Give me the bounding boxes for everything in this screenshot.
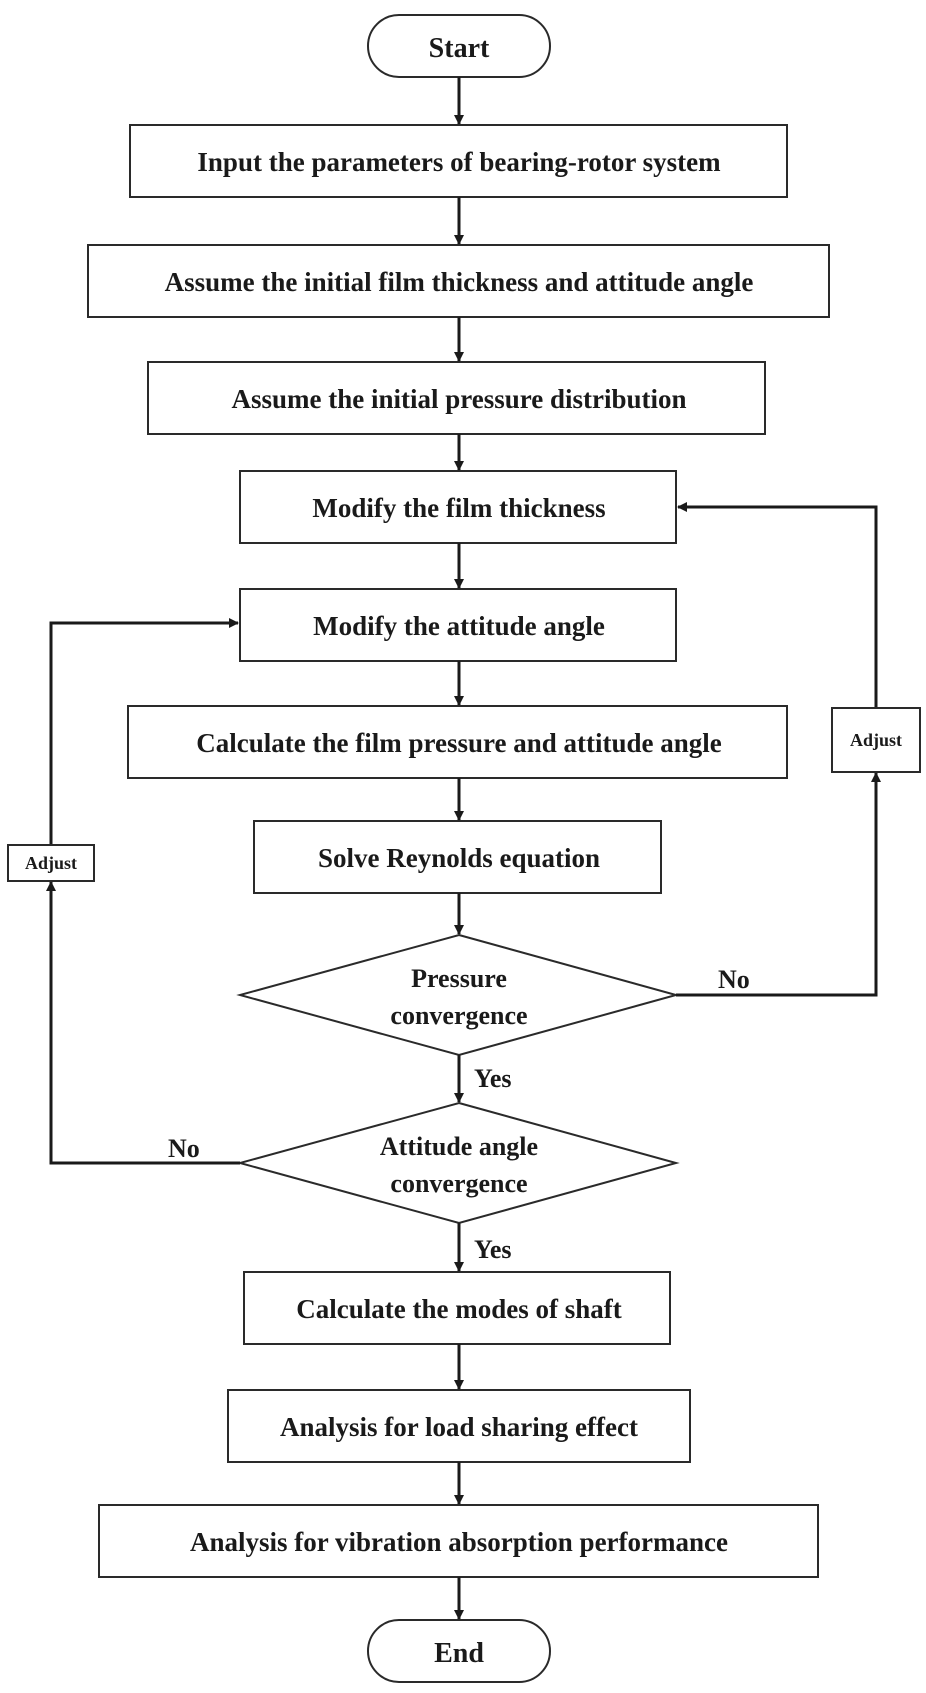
loop-adjust-to-modify-film: [677, 502, 878, 707]
end-label: End: [434, 1638, 484, 1669]
pressure-convergence-line2: convergence: [390, 1001, 527, 1030]
vibration-absorption-box: Analysis for vibration absorption perfor…: [98, 1504, 819, 1578]
modify-film-thickness-label: Modify the film thickness: [312, 493, 605, 523]
pressure-no-label: No: [718, 965, 750, 994]
attitude-angle-convergence-decision: Attitude angle convergence: [236, 1101, 680, 1225]
modify-film-thickness-box: Modify the film thickness: [239, 470, 677, 544]
assume-pressure-label: Assume the initial pressure distribution: [231, 384, 686, 414]
pressure-convergence-line1: Pressure: [411, 964, 507, 993]
assume-pressure-box: Assume the initial pressure distribution: [147, 361, 766, 435]
loop-pressure-no-path: [676, 772, 881, 997]
loop-adjust-to-modify-angle: [49, 618, 239, 844]
pressure-convergence-decision: Pressure convergence: [236, 933, 680, 1057]
adjust-left-label: Adjust: [25, 853, 77, 873]
modify-attitude-angle-label: Modify the attitude angle: [313, 611, 605, 641]
start-label: Start: [429, 33, 490, 64]
angle-yes-label: Yes: [474, 1235, 512, 1264]
load-sharing-box: Analysis for load sharing effect: [227, 1389, 691, 1463]
adjust-box-left: Adjust: [7, 844, 95, 882]
input-parameters-label: Input the parameters of bearing-rotor sy…: [197, 147, 721, 177]
calculate-modes-label: Calculate the modes of shaft: [296, 1294, 621, 1324]
assume-film-thickness-box: Assume the initial film thickness and at…: [87, 244, 830, 318]
solve-reynolds-label: Solve Reynolds equation: [318, 843, 600, 873]
angle-no-label: No: [168, 1134, 200, 1163]
pressure-yes-label: Yes: [474, 1064, 512, 1093]
calculate-film-pressure-box: Calculate the film pressure and attitude…: [127, 705, 788, 779]
vibration-absorption-label: Analysis for vibration absorption perfor…: [190, 1527, 728, 1557]
modify-attitude-angle-box: Modify the attitude angle: [239, 588, 677, 662]
load-sharing-label: Analysis for load sharing effect: [280, 1412, 638, 1442]
adjust-box-right: Adjust: [831, 707, 921, 773]
end-node: End: [367, 1619, 551, 1683]
calculate-modes-box: Calculate the modes of shaft: [243, 1271, 671, 1345]
adjust-right-label: Adjust: [850, 730, 902, 750]
solve-reynolds-box: Solve Reynolds equation: [253, 820, 662, 894]
calculate-film-pressure-label: Calculate the film pressure and attitude…: [196, 728, 722, 758]
attitude-angle-convergence-line1: Attitude angle: [380, 1132, 538, 1161]
assume-film-thickness-label: Assume the initial film thickness and at…: [165, 267, 754, 297]
input-parameters-box: Input the parameters of bearing-rotor sy…: [129, 124, 788, 198]
loop-angle-no-path: [46, 881, 240, 1165]
start-node: Start: [367, 14, 551, 78]
attitude-angle-convergence-line2: convergence: [390, 1169, 527, 1198]
